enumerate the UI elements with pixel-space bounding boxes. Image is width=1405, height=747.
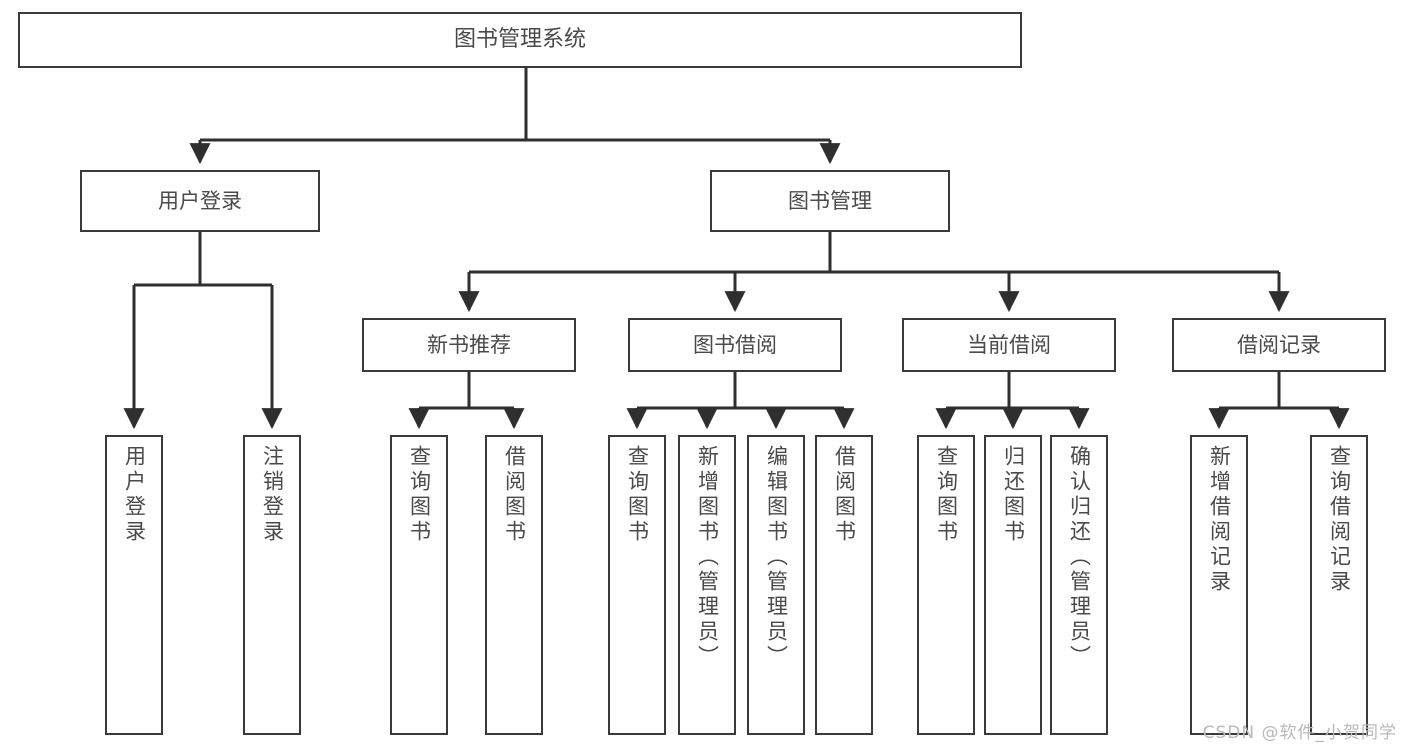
node-label: 注销登录 bbox=[260, 445, 285, 545]
node-leaf-return-book[interactable]: 归还图书 bbox=[984, 435, 1042, 735]
watermark-text: CSDN @软件_小贺同学 bbox=[1202, 723, 1397, 743]
node-label: 编辑图书（管理员） bbox=[764, 445, 789, 670]
node-book-borrow[interactable]: 图书借阅 bbox=[628, 318, 842, 372]
node-user-login[interactable]: 用户登录 bbox=[80, 170, 320, 232]
node-label: 新书推荐 bbox=[427, 332, 511, 357]
node-leaf-user-login[interactable]: 用户登录 bbox=[105, 435, 163, 735]
node-label: 用户登录 bbox=[158, 188, 242, 213]
node-label: 借阅图书 bbox=[832, 445, 857, 545]
node-label: 归还图书 bbox=[1001, 445, 1026, 545]
node-label: 查询图书 bbox=[934, 445, 959, 545]
node-leaf-query-book-2[interactable]: 查询图书 bbox=[608, 435, 666, 735]
node-label: 图书管理系统 bbox=[453, 27, 586, 53]
node-leaf-borrow-book-1[interactable]: 借阅图书 bbox=[485, 435, 543, 735]
node-label: 图书管理 bbox=[788, 188, 872, 213]
node-leaf-confirm-return[interactable]: 确认归还（管理员） bbox=[1050, 435, 1108, 735]
node-borrow-record[interactable]: 借阅记录 bbox=[1172, 318, 1386, 372]
node-leaf-edit-book[interactable]: 编辑图书（管理员） bbox=[747, 435, 805, 735]
node-label: 新增图书（管理员） bbox=[695, 445, 720, 670]
node-label: 查询借阅记录 bbox=[1327, 445, 1352, 595]
node-leaf-query-book-3[interactable]: 查询图书 bbox=[917, 435, 975, 735]
node-label: 图书借阅 bbox=[693, 332, 777, 357]
node-label: 当前借阅 bbox=[967, 332, 1051, 357]
node-new-book-recommend[interactable]: 新书推荐 bbox=[362, 318, 576, 372]
node-root-system[interactable]: 图书管理系统 bbox=[18, 12, 1022, 68]
node-book-manage[interactable]: 图书管理 bbox=[710, 170, 950, 232]
node-leaf-query-book-1[interactable]: 查询图书 bbox=[390, 435, 448, 735]
node-label: 新增借阅记录 bbox=[1207, 445, 1232, 595]
node-label: 借阅记录 bbox=[1237, 332, 1321, 357]
node-label: 查询图书 bbox=[407, 445, 432, 545]
node-label: 查询图书 bbox=[625, 445, 650, 545]
node-label: 借阅图书 bbox=[502, 445, 527, 545]
node-leaf-add-book[interactable]: 新增图书（管理员） bbox=[678, 435, 736, 735]
node-label: 用户登录 bbox=[122, 445, 147, 545]
node-current-borrow[interactable]: 当前借阅 bbox=[902, 318, 1116, 372]
node-leaf-query-record[interactable]: 查询借阅记录 bbox=[1310, 435, 1368, 735]
node-leaf-add-record[interactable]: 新增借阅记录 bbox=[1190, 435, 1248, 735]
node-leaf-logout[interactable]: 注销登录 bbox=[243, 435, 301, 735]
node-label: 确认归还（管理员） bbox=[1067, 445, 1092, 670]
node-leaf-borrow-book-2[interactable]: 借阅图书 bbox=[815, 435, 873, 735]
